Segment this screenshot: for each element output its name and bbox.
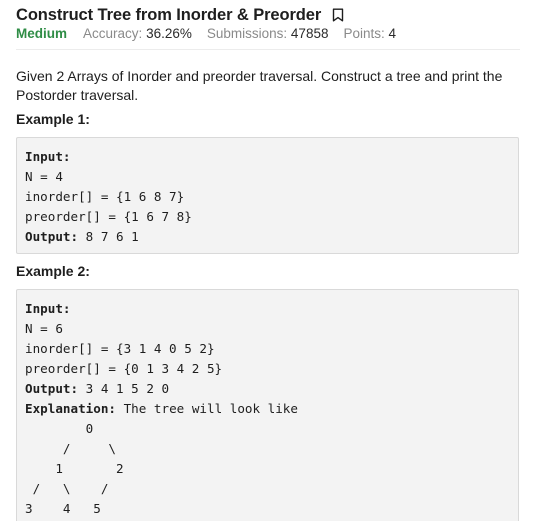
example-2-inorder: inorder[] = {3 1 4 0 5 2} bbox=[25, 341, 215, 356]
tree-line-level-1-branches: / \ / bbox=[25, 481, 109, 496]
accuracy-stat: Accuracy: 36.26% bbox=[83, 26, 192, 41]
example-1-output-label: Output: bbox=[25, 229, 79, 244]
bookmark-icon[interactable] bbox=[332, 8, 344, 22]
example-1-inorder: inorder[] = {1 6 8 7} bbox=[25, 189, 185, 204]
example-2-explanation-label: Explanation: bbox=[25, 401, 116, 416]
tree-line-root: 0 bbox=[25, 421, 94, 436]
points-stat: Points: 4 bbox=[343, 26, 396, 41]
submissions-stat: Submissions: 47858 bbox=[207, 26, 329, 41]
example-2-output-label: Output: bbox=[25, 381, 79, 396]
example-1-output: Output: 8 7 6 1 bbox=[25, 227, 510, 247]
example-2-output: Output: 3 4 1 5 2 0 bbox=[25, 379, 510, 399]
example-1-title: Example 1: bbox=[16, 111, 90, 127]
header-divider bbox=[16, 49, 520, 50]
example-2-input-label: Input: bbox=[25, 301, 71, 316]
accuracy-label: Accuracy: bbox=[83, 26, 143, 41]
title-row: Construct Tree from Inorder & Preorder bbox=[16, 4, 520, 26]
example-2-title: Example 2: bbox=[16, 263, 90, 279]
example-2-preorder: preorder[] = {0 1 3 4 2 5} bbox=[25, 361, 223, 376]
tree-line-level-2: 3 4 5 bbox=[25, 501, 101, 516]
accuracy-value: 36.26% bbox=[146, 26, 192, 41]
example-1-n: N = 4 bbox=[25, 169, 63, 184]
problem-meta: Medium Accuracy: 36.26% Submissions: 478… bbox=[16, 26, 520, 46]
example-2-n: N = 6 bbox=[25, 321, 63, 336]
example-2-output-value: 3 4 1 5 2 0 bbox=[78, 381, 170, 396]
example-2-explanation: Explanation: The tree will look like bbox=[25, 399, 510, 419]
example-1-output-value: 8 7 6 1 bbox=[78, 229, 139, 244]
example-2-box: Input: N = 6 inorder[] = {3 1 4 0 5 2} p… bbox=[16, 289, 519, 521]
example-2-explanation-value: The tree will look like bbox=[116, 401, 298, 416]
points-value: 4 bbox=[388, 26, 397, 41]
problem-header: Construct Tree from Inorder & Preorder M… bbox=[16, 4, 520, 46]
submissions-value: 47858 bbox=[290, 26, 329, 41]
tree-line-root-branches: / \ bbox=[25, 441, 116, 456]
example-1-box: Input: N = 4 inorder[] = {1 6 8 7} preor… bbox=[16, 137, 519, 254]
example-1-input-label: Input: bbox=[25, 149, 71, 164]
example-1-preorder: preorder[] = {1 6 7 8} bbox=[25, 209, 192, 224]
problem-description: Given 2 Arrays of Inorder and preorder t… bbox=[16, 68, 503, 103]
tree-line-level-1: 1 2 bbox=[25, 461, 124, 476]
problem-title: Construct Tree from Inorder & Preorder bbox=[16, 5, 322, 24]
submissions-label: Submissions: bbox=[206, 26, 288, 41]
difficulty-badge: Medium bbox=[16, 26, 68, 41]
points-label: Points: bbox=[343, 26, 385, 41]
